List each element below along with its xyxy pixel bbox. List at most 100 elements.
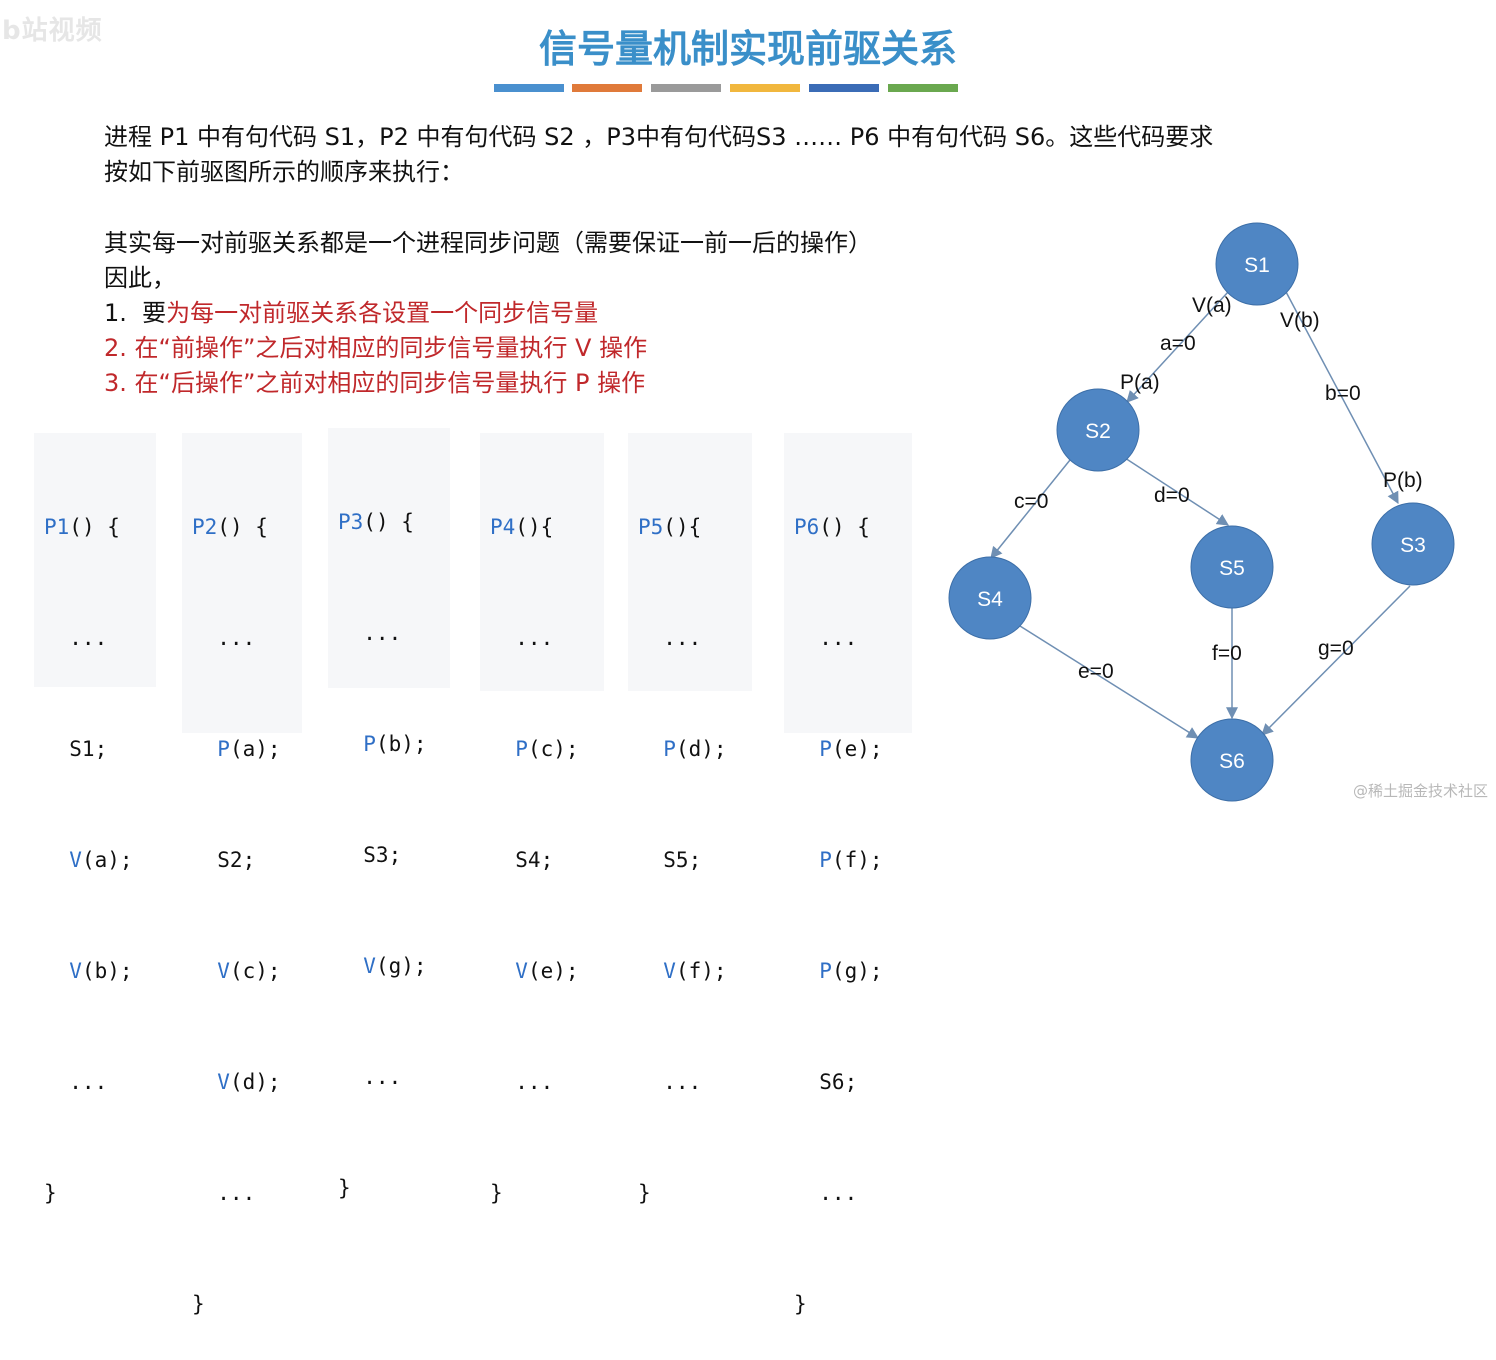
edge-label-v-a: V(a): [1192, 294, 1232, 317]
code-line: ...: [44, 1070, 108, 1094]
title-bar-2: [572, 84, 642, 92]
code-text: () {: [69, 515, 120, 539]
node-s5: S5: [1190, 525, 1274, 609]
code-keyword: P2: [192, 515, 218, 539]
code-line: ...: [44, 626, 108, 650]
code-text: (g);: [831, 959, 883, 983]
code-text: (a);: [229, 737, 281, 761]
node-s4-circle: [948, 556, 1032, 640]
edge-label-f0: f=0: [1212, 642, 1242, 665]
title-bar-5: [809, 84, 879, 92]
code-keyword: P: [794, 848, 832, 872]
code-line: ...: [192, 626, 256, 650]
code-line: }: [794, 1292, 807, 1316]
code-keyword: P4: [490, 515, 516, 539]
node-s3-label: S3: [1400, 534, 1426, 557]
code-line: S3;: [338, 843, 402, 867]
explain-line-2: 因此，: [104, 264, 176, 292]
edge-s1-s3: [1284, 289, 1399, 505]
code-keyword: P5: [638, 515, 664, 539]
edge-label-e0: e=0: [1078, 660, 1114, 683]
edge-label-g0: g=0: [1318, 637, 1354, 660]
edge-label-a0: a=0: [1160, 332, 1196, 355]
watermark-bottom-right: @稀土掘金技术社区: [1352, 782, 1488, 800]
edge-label-p-b: P(b): [1383, 469, 1423, 492]
explanation-text: 其实每一对前驱关系都是一个进程同步问题（需要保证一前一后的操作） 因此， 1. …: [104, 226, 872, 401]
node-s4: S4: [948, 556, 1032, 640]
code-line: P(e);: [794, 731, 912, 768]
code-line: P(b);: [338, 726, 450, 763]
code-keyword: V: [338, 954, 376, 978]
node-s3-circle: [1371, 502, 1455, 586]
code-line: V(g);: [338, 948, 450, 985]
code-line: P(f);: [794, 842, 912, 879]
code-keyword: P1: [44, 515, 70, 539]
code-keyword: P: [490, 737, 528, 761]
code-text: (c);: [527, 737, 579, 761]
edge-s2-s5: [1124, 457, 1230, 526]
code-keyword: V: [44, 848, 82, 872]
code-text: (){: [515, 515, 554, 539]
node-s6-circle: [1190, 718, 1274, 802]
code-line: V(c);: [192, 953, 302, 990]
code-text: () {: [819, 515, 870, 539]
node-s6-label: S6: [1219, 750, 1245, 773]
node-s6: S6: [1190, 718, 1274, 802]
code-line: P(c);: [490, 731, 604, 768]
node-s2-label: S2: [1085, 420, 1111, 443]
watermark-top-left: b站视频: [2, 16, 103, 46]
explain-item-1: 1. 要为每一对前驱关系各设置一个同步信号量: [104, 296, 872, 331]
intro-line-2: 按如下前驱图所示的顺序来执行：: [104, 158, 464, 186]
code-keyword: P: [338, 732, 376, 756]
code-line: P(d);: [638, 731, 752, 768]
code-line: S6;: [794, 1070, 858, 1094]
code-line: S2;: [192, 848, 256, 872]
node-s5-circle: [1190, 525, 1274, 609]
node-s3: S3: [1371, 502, 1455, 586]
edge-s4-s6: [1019, 625, 1200, 739]
code-line: V(b);: [44, 953, 156, 990]
code-line: ...: [638, 1070, 702, 1094]
code-line: }: [44, 1181, 57, 1205]
code-line: S4;: [490, 848, 554, 872]
code-keyword: V: [192, 1070, 230, 1094]
code-text: (){: [663, 515, 702, 539]
code-keyword: P6: [794, 515, 820, 539]
node-s5-label: S5: [1219, 557, 1245, 580]
code-keyword: V: [638, 959, 676, 983]
code-line: ...: [490, 1070, 554, 1094]
edge-s3-s6: [1261, 585, 1411, 736]
code-keyword: P: [794, 959, 832, 983]
explain-item-2: 2. 在“前操作”之后对相应的同步信号量执行 V 操作: [104, 334, 648, 362]
title-bar-6: [888, 84, 958, 92]
code-text: (e);: [527, 959, 579, 983]
code-line: ...: [192, 1181, 256, 1205]
code-text: (e);: [831, 737, 883, 761]
code-line: P1() {: [44, 509, 156, 546]
code-line: P5(){: [638, 509, 752, 546]
code-line: ...: [794, 626, 858, 650]
code-text: (a);: [81, 848, 133, 872]
title-bar-1: [494, 84, 564, 92]
edge-s2-s4: [990, 459, 1071, 559]
edge-label-p-a: P(a): [1120, 371, 1160, 394]
code-text: (g);: [375, 954, 427, 978]
code-keyword: P: [192, 737, 230, 761]
node-s1-circle: [1215, 222, 1299, 306]
explain-item-1-num: 1.: [104, 299, 127, 327]
code-text: (b);: [375, 732, 427, 756]
code-keyword: P: [638, 737, 676, 761]
code-line: V(d);: [192, 1064, 302, 1101]
code-line: P(a);: [192, 731, 302, 768]
code-line: }: [192, 1292, 205, 1316]
explain-item-1-prefix: 要: [142, 299, 167, 327]
node-s1-label: S1: [1244, 254, 1270, 277]
page-title: 信号量机制实现前驱关系: [538, 27, 957, 71]
code-line: P3() {: [338, 504, 450, 541]
edge-label-b0: b=0: [1325, 382, 1361, 405]
code-text: (d);: [229, 1070, 281, 1094]
code-line: ...: [338, 1065, 402, 1089]
code-keyword: V: [192, 959, 230, 983]
precedence-graph: S1 S2 S3 S4 S5 S6 V(a) a=0 P(a) V(b) b=0…: [948, 222, 1455, 802]
code-line: V(e);: [490, 953, 604, 990]
